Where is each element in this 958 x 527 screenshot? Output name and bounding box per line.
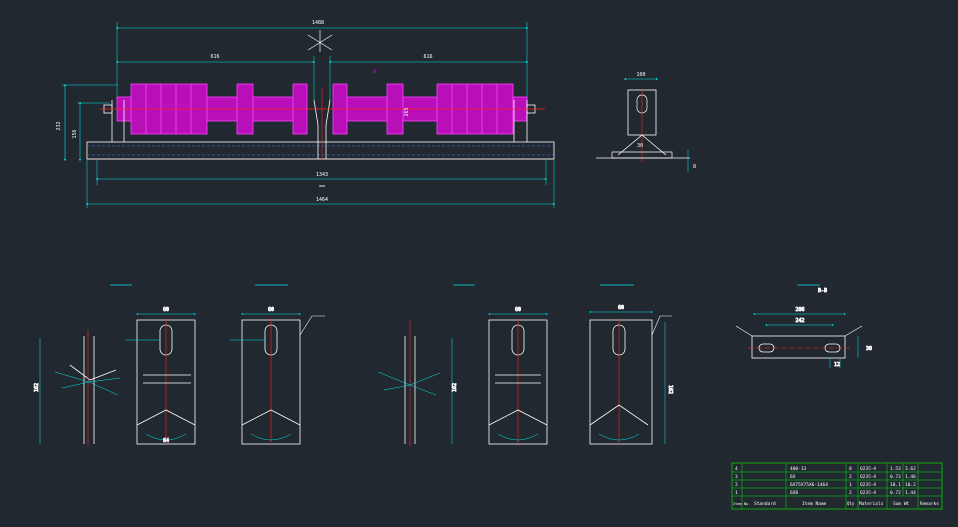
- hdr-standard: Standard: [754, 501, 776, 507]
- row3-single: 0.73: [890, 474, 901, 480]
- row3-total: 1.46: [905, 474, 916, 480]
- detail-plate-6: 60 162: [589, 305, 673, 445]
- detail-bracket-1: 162: [34, 330, 121, 446]
- title-block: 4 400-13 8 Q235-A 1.53 3.62 3 6X 2 Q235-…: [731, 462, 943, 510]
- slot-inner: 242: [795, 318, 804, 324]
- detail-plate-5: 60: [488, 307, 548, 445]
- dim-center-mark: 265: [404, 107, 410, 116]
- slot-detail: B-B 286 242 12 30: [735, 288, 872, 368]
- row2-name: 6X75X75X6-1464: [790, 482, 828, 488]
- row1-qty: 2: [849, 490, 852, 496]
- row3-material: Q235-A: [860, 474, 877, 480]
- side-dim-right: 8: [693, 164, 696, 170]
- row1-no: 1: [735, 490, 738, 496]
- side-view: 100 30 8: [596, 72, 696, 172]
- hdr-no: Item No.: [733, 502, 750, 506]
- roller-right: [332, 83, 528, 135]
- dim-height-inner: 156: [72, 129, 78, 138]
- row1-total: 1.44: [905, 490, 916, 496]
- detail6-top: 60: [618, 305, 624, 311]
- section-arrow-icon: [307, 30, 333, 52]
- row2-total: 10.2: [905, 482, 916, 488]
- row2-material: Q235-A: [860, 482, 877, 488]
- row4-material: Q235-A: [860, 466, 877, 472]
- row4-qty: 8: [849, 466, 852, 472]
- hdr-weight: Sum Wt: [893, 501, 910, 507]
- detail2-top: 60: [163, 307, 169, 313]
- row4-name: 400-13: [790, 466, 807, 472]
- detail5-top: 60: [515, 307, 521, 313]
- row2-qty: 1: [849, 482, 852, 488]
- row1-single: 0.72: [890, 490, 901, 496]
- dim-top-total: 1488: [312, 20, 324, 26]
- hdr-name: Item Name: [802, 501, 827, 507]
- row3-qty: 2: [849, 474, 852, 480]
- side-dim-top: 100: [636, 72, 645, 78]
- row2-no: 2: [735, 482, 738, 488]
- row3-no: 3: [735, 474, 738, 480]
- row4-no: 4: [735, 466, 738, 472]
- slot-tag: B-B: [818, 288, 827, 294]
- detail-plate-3: 60: [230, 307, 325, 445]
- detail6-height: 162: [667, 385, 673, 394]
- detail4-height: 162: [452, 383, 458, 392]
- row3-name: 6X: [790, 474, 796, 480]
- hdr-remarks: Remarks: [920, 501, 939, 507]
- dim-arrow-mark: A: [373, 69, 376, 75]
- dim-base-eq: ==: [319, 184, 325, 190]
- detail3-top: 60: [268, 307, 274, 313]
- row4-single: 1.53: [890, 466, 901, 472]
- hdr-qty: Qty: [847, 501, 855, 506]
- slot-outer: 286: [795, 307, 804, 313]
- dim-right-span: 616: [423, 54, 432, 60]
- brackets: [103, 99, 536, 159]
- row4-total: 3.62: [905, 466, 916, 472]
- dim-height-left: 232: [56, 121, 62, 130]
- dim-base-inner: 1343: [316, 172, 328, 178]
- detail-plate-2: 60 64: [125, 307, 196, 445]
- slot-height: 30: [866, 346, 872, 352]
- row1-name: 6X8: [790, 490, 798, 496]
- front-view: 1488 616 616 A 232 156: [56, 20, 556, 208]
- hdr-material: Materials: [859, 501, 884, 507]
- row1-material: Q235-A: [860, 490, 877, 496]
- dim-base-total: 1464: [316, 197, 328, 203]
- detail1-height: 162: [34, 383, 40, 392]
- slot-small: 12: [834, 362, 840, 368]
- dim-left-span: 616: [210, 54, 219, 60]
- detail2-bottom: 64: [163, 438, 169, 444]
- side-dim-inner: 30: [637, 143, 643, 149]
- row2-single: 10.1: [890, 482, 901, 488]
- base-channel: [86, 141, 555, 160]
- detail-bracket-4: 162: [377, 320, 458, 446]
